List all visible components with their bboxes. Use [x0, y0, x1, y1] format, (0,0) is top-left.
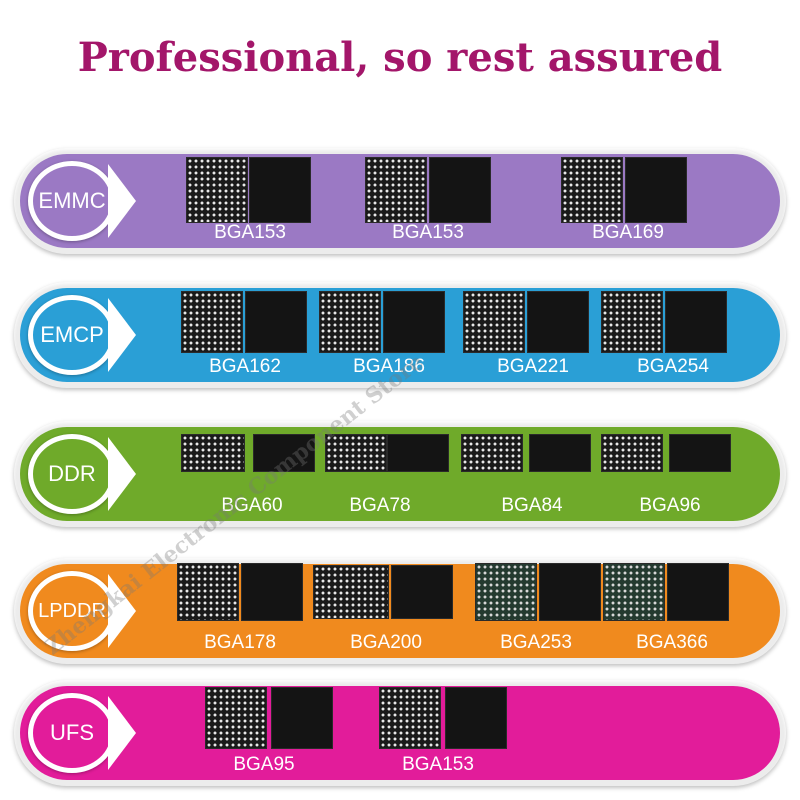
chip-bottom: [366, 158, 426, 222]
chip-top: [626, 158, 686, 222]
chip-bottom: [314, 566, 388, 618]
chip-label: BGA84: [501, 495, 563, 516]
chip-bottom: [187, 158, 247, 222]
chip-top: [430, 158, 490, 222]
tag-label: EMCP: [40, 322, 104, 347]
chip-label: BGA60: [221, 495, 283, 516]
chip-top: [384, 292, 444, 352]
chip-bottom: [206, 688, 266, 748]
tag-badge: EMMC: [28, 161, 116, 241]
chip-label: BGA162: [209, 356, 281, 377]
chip-label: BGA169: [592, 222, 664, 243]
chip-top: [272, 688, 332, 748]
band-fill: LPDDR BGA178 BGA200 BGA253 BGA366: [20, 564, 780, 658]
chip-top: [530, 435, 590, 471]
chip-bottom: [602, 292, 662, 352]
tag-label: UFS: [50, 720, 94, 745]
chip-top: [242, 564, 302, 620]
tag-badge: EMCP: [28, 295, 116, 375]
chip-label: BGA153: [402, 754, 474, 775]
chip-top: [246, 292, 306, 352]
row-emmc: EMMC BGA153 BGA153 BGA169: [14, 148, 786, 254]
row-ddr: DDR BGA60 BGA78 BGA84 BGA96: [14, 421, 786, 527]
chip-bottom: [182, 292, 242, 352]
chip-label: BGA254: [637, 356, 709, 377]
row-emcp: EMCP BGA162 BGA186 BGA221 BGA254: [14, 282, 786, 388]
chip-top: [388, 435, 448, 471]
chip-label: BGA153: [214, 222, 286, 243]
chip-bottom: [182, 435, 244, 471]
chip-label: BGA96: [639, 495, 701, 516]
band-fill: EMCP BGA162 BGA186 BGA221 BGA254: [20, 288, 780, 382]
chip-label: BGA221: [497, 356, 569, 377]
tag-badge: UFS: [28, 693, 116, 773]
chip-label: BGA200: [350, 632, 422, 653]
chip-top: [446, 688, 506, 748]
chip-bottom: [602, 435, 662, 471]
tag-label: DDR: [48, 461, 96, 486]
chip-bottom: [604, 564, 664, 620]
chip-bottom: [464, 292, 524, 352]
chip-label: BGA366: [636, 632, 708, 653]
chip-top: [668, 564, 728, 620]
chip-top: [528, 292, 588, 352]
band-fill: EMMC BGA153 BGA153 BGA169: [20, 154, 780, 248]
headline: Professional, so rest assured: [77, 34, 723, 81]
chip-bottom: [326, 435, 386, 471]
chip-label: BGA178: [204, 632, 276, 653]
chip-top: [250, 158, 310, 222]
chip-label: BGA153: [392, 222, 464, 243]
chip-label: BGA78: [349, 495, 411, 516]
chip-bottom: [476, 564, 536, 620]
chip-bottom: [320, 292, 380, 352]
chip-bottom: [178, 564, 238, 620]
band-fill: UFS BGA95 BGA153: [20, 686, 780, 780]
chip-top: [670, 435, 730, 471]
chip-label: BGA95: [233, 754, 295, 775]
tag-label: EMMC: [38, 188, 106, 213]
chip-label: BGA253: [500, 632, 572, 653]
chip-top: [540, 564, 600, 620]
chip-label: BGA186: [353, 356, 425, 377]
row-ufs: UFS BGA95 BGA153: [14, 680, 786, 786]
chip-top: [392, 566, 452, 618]
chip-top: [666, 292, 726, 352]
arrow-icon: [108, 574, 136, 648]
arrow-icon: [108, 298, 136, 372]
tag-label: LPDDR: [38, 599, 106, 622]
chip-bottom: [562, 158, 622, 222]
band-fill: DDR BGA60 BGA78 BGA84 BGA96: [20, 427, 780, 521]
chip-top: [254, 435, 314, 471]
tag-badge: DDR: [28, 434, 116, 514]
chip-bottom: [462, 435, 522, 471]
row-lpddr: LPDDR BGA178 BGA200 BGA253 BGA366: [14, 558, 786, 664]
arrow-icon: [108, 696, 136, 770]
chip-bottom: [380, 688, 440, 748]
arrow-icon: [108, 164, 136, 238]
arrow-icon: [108, 437, 136, 511]
